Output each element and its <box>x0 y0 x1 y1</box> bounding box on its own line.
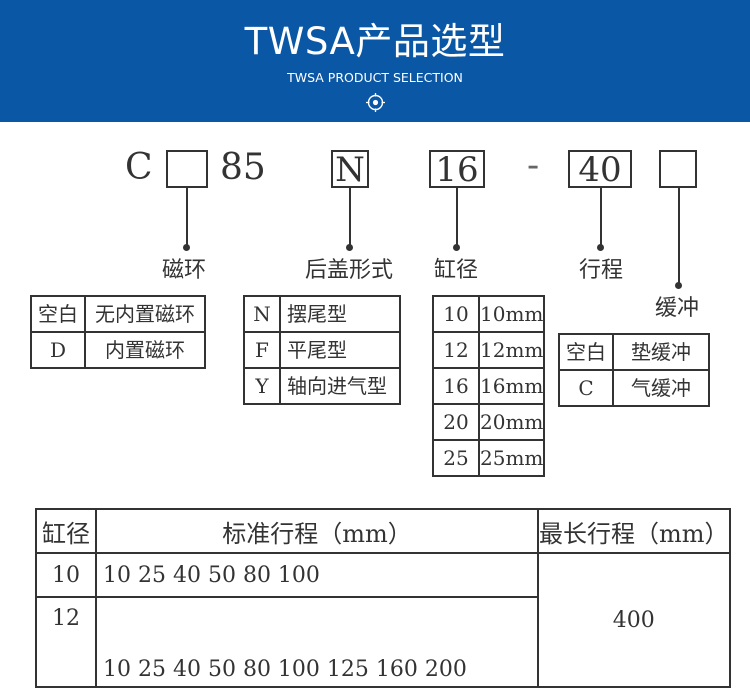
option-code: F <box>243 331 281 369</box>
option-code: 空白 <box>30 295 86 333</box>
table-row: Y 轴向进气型 <box>243 367 401 405</box>
connector-line <box>678 188 680 286</box>
option-desc: 气缓冲 <box>612 369 710 407</box>
option-code: C <box>558 369 614 407</box>
cover-title: 后盖形式 <box>305 258 394 283</box>
banner-title: TWSA产品选型 <box>244 20 506 63</box>
option-desc: 无内置磁环 <box>84 295 206 333</box>
table-row: C 气缓冲 <box>558 369 710 407</box>
connector-dot <box>597 244 604 251</box>
compass-target-icon <box>366 93 385 112</box>
bore-cell: 12 <box>35 596 97 688</box>
option-code: 10 <box>432 295 480 333</box>
option-desc: 10mm <box>477 295 546 333</box>
table-row: 20 20mm <box>432 403 546 441</box>
banner-subtitle: TWSA PRODUCT SELECTION <box>287 70 463 85</box>
table-row: D 内置磁环 <box>30 331 206 369</box>
cover-code-value: N <box>335 150 365 190</box>
connector-dot <box>183 244 190 251</box>
connector-line <box>186 188 188 248</box>
option-desc: 12mm <box>477 331 546 369</box>
table-row: 空白 无内置磁环 <box>30 295 206 333</box>
option-desc: 20mm <box>477 403 546 441</box>
bore-options-table: 10 10mm 12 12mm 16 16mm 20 20mm 25 25mm <box>432 295 546 477</box>
table-row: 25 25mm <box>432 439 546 477</box>
cover-options-table: N 摆尾型 F 平尾型 Y 轴向进气型 <box>243 295 401 405</box>
table-row: 空白 垫缓冲 <box>558 333 710 371</box>
connector-line <box>600 188 602 248</box>
option-code: Y <box>243 367 281 405</box>
cushion-code-box <box>659 150 697 188</box>
stroke-table: 缸径 标准行程（mm） 最长行程（mm） 10 10 25 40 50 80 1… <box>35 508 731 688</box>
model-prefix: C <box>125 147 153 188</box>
cushion-options-table: 空白 垫缓冲 C 气缓冲 <box>558 333 710 407</box>
option-code: N <box>243 295 281 333</box>
header-standard-stroke: 标准行程（mm） <box>95 508 539 554</box>
strokes-cell: 10 25 40 50 80 100 <box>95 552 539 598</box>
option-desc: 摆尾型 <box>279 295 401 333</box>
option-desc: 垫缓冲 <box>612 333 710 371</box>
dash-separator: - <box>527 145 540 186</box>
bore-cell: 10 <box>35 552 97 598</box>
max-stroke-cell: 400 <box>537 552 731 688</box>
stroke-value: 40 <box>578 150 622 190</box>
connector-dot <box>453 244 460 251</box>
connector-line <box>456 188 458 248</box>
header-max-stroke: 最长行程（mm） <box>537 508 731 554</box>
option-desc: 平尾型 <box>279 331 401 369</box>
option-code: 20 <box>432 403 480 441</box>
magnet-code-box <box>166 150 208 188</box>
cushion-title: 缓冲 <box>655 296 700 321</box>
table-row: 16 16mm <box>432 367 546 405</box>
cover-code-box: N <box>331 150 369 188</box>
magnet-title: 磁环 <box>162 258 207 283</box>
table-header-row: 缸径 标准行程（mm） 最长行程（mm） <box>35 508 731 554</box>
option-desc: 内置磁环 <box>84 331 206 369</box>
bore-code: 85 <box>220 147 266 188</box>
bore-size-value: 16 <box>435 150 479 190</box>
connector-dot <box>346 244 353 251</box>
stroke-box: 40 <box>568 150 632 188</box>
option-desc: 16mm <box>477 367 546 405</box>
connector-line <box>349 188 351 248</box>
magnet-options-table: 空白 无内置磁环 D 内置磁环 <box>30 295 206 369</box>
bore-title: 缸径 <box>434 258 479 283</box>
table-row: 12 12mm <box>432 331 546 369</box>
option-code: 12 <box>432 331 480 369</box>
header-bore: 缸径 <box>35 508 97 554</box>
connector-dot <box>675 282 682 289</box>
option-code: 空白 <box>558 333 614 371</box>
stroke-title: 行程 <box>579 258 624 283</box>
table-row: F 平尾型 <box>243 331 401 369</box>
table-row: N 摆尾型 <box>243 295 401 333</box>
option-code: 25 <box>432 439 480 477</box>
option-code: D <box>30 331 86 369</box>
option-code: 16 <box>432 367 480 405</box>
option-desc: 轴向进气型 <box>279 367 401 405</box>
table-row: 10 10mm <box>432 295 546 333</box>
option-desc: 25mm <box>477 439 546 477</box>
header-banner: TWSA产品选型 TWSA PRODUCT SELECTION <box>0 0 750 122</box>
strokes-cell: 10 25 40 50 80 100 125 160 200 <box>95 596 539 688</box>
table-row: 10 10 25 40 50 80 100 400 <box>35 552 731 688</box>
bore-size-box: 16 <box>429 150 485 188</box>
